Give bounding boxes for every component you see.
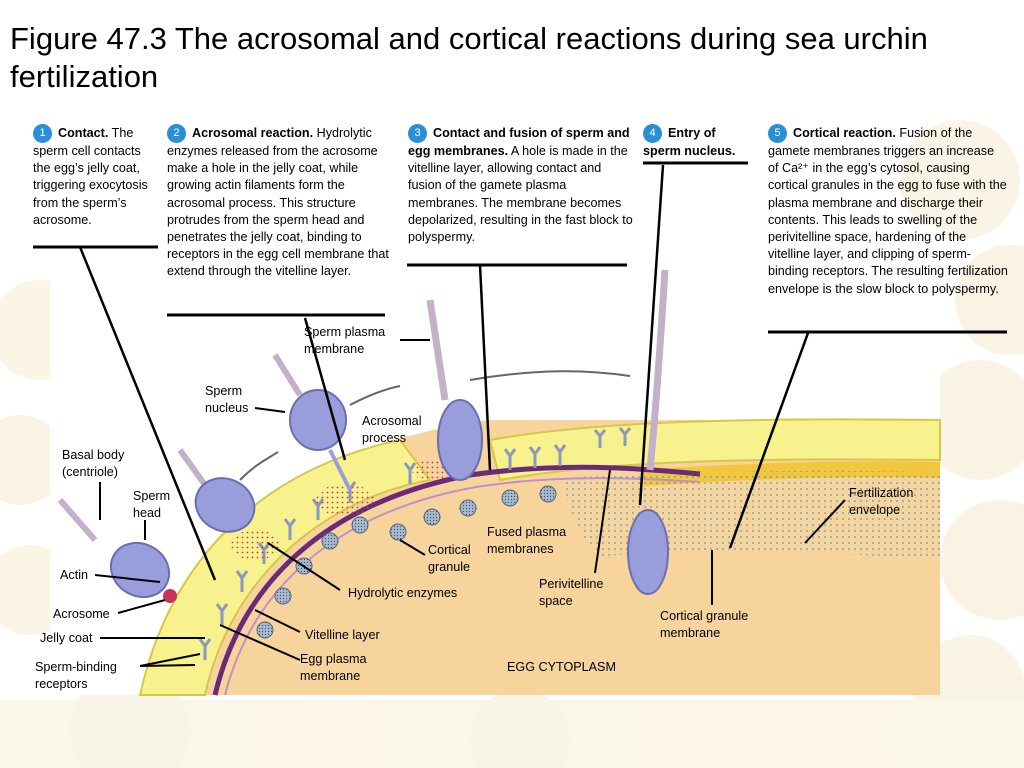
step-number-badge: 3	[408, 124, 427, 143]
step-body: The sperm cell contacts the egg’s jelly …	[33, 125, 148, 227]
label-sperm-nucleus: Sperm nucleus	[205, 384, 249, 415]
step-number-badge: 4	[643, 124, 662, 143]
label-acrosomal-process: Acrosomal process	[362, 414, 422, 445]
motion-arrows	[239, 370, 631, 481]
sperm-2	[177, 448, 256, 533]
sperm-5	[627, 269, 669, 595]
label-sperm-binding-receptors: Sperm-binding receptors	[35, 660, 117, 691]
step-number-badge: 1	[33, 124, 52, 143]
sperm-4	[426, 299, 483, 481]
label-fertilization-envelope: Fertilization envelope	[849, 486, 914, 517]
step-body: Hydrolytic enzymes released from the acr…	[167, 125, 389, 279]
label-actin: Actin	[60, 568, 88, 582]
cortical-granules	[256, 485, 557, 639]
step-number-badge: 2	[167, 124, 186, 143]
label-cortical-granule: Cortical granule	[428, 543, 471, 574]
step-5: 5 Cortical reaction. Fusion of the gamete…	[768, 124, 1008, 298]
label-egg-cytoplasm: EGG CYTOPLASM	[507, 660, 616, 674]
label-sperm-head: Sperm head	[133, 489, 171, 520]
step-number-badge: 5	[768, 124, 787, 143]
sperm-1	[57, 498, 177, 603]
jelly-coat-region	[138, 438, 432, 696]
step-heading: Entry of sperm nucleus.	[643, 125, 736, 158]
step-heading: Contact and fusion of sperm and egg memb…	[408, 125, 630, 158]
label-basal-body: Basal body (centriole)	[62, 448, 125, 479]
label-vitelline-layer: Vitelline layer	[305, 628, 380, 642]
step-2: 2 Acrosomal reaction. Hydrolytic enzymes …	[167, 124, 399, 281]
step-1: 1 Contact. The sperm cell contacts the eg…	[33, 124, 161, 229]
label-fused-plasma-membranes: Fused plasma membranes	[487, 525, 567, 556]
step-heading: Acrosomal reaction.	[192, 125, 314, 140]
step-heading: Contact.	[58, 125, 109, 140]
label-sperm-plasma-membrane: Sperm plasma membrane	[304, 325, 386, 356]
step-body: Fusion of the gamete membranes triggers …	[768, 125, 1008, 296]
sperm-3	[272, 353, 352, 491]
label-cortical-granule-membrane: Cortical granule membrane	[660, 609, 749, 640]
egg-plasma-membrane-line	[224, 477, 701, 696]
label-jelly-coat: Jelly coat	[40, 631, 93, 645]
figure-title: Figure 47.3 The acrosomal and cortical r…	[10, 21, 928, 94]
label-perivitelline-space: Perivitelline space	[539, 577, 604, 608]
label-acrosome: Acrosome	[53, 607, 110, 621]
label-leader-lines	[94, 339, 846, 667]
step-body: A hole is made in the vitelline layer, a…	[408, 144, 633, 245]
label-egg-plasma-membrane: Egg plasma membrane	[300, 652, 367, 683]
step-underlines	[33, 161, 1007, 334]
label-hydrolytic-enzymes: Hydrolytic enzymes	[348, 586, 458, 600]
step-pointer-lines	[78, 164, 810, 581]
step-heading: Cortical reaction.	[793, 125, 896, 140]
